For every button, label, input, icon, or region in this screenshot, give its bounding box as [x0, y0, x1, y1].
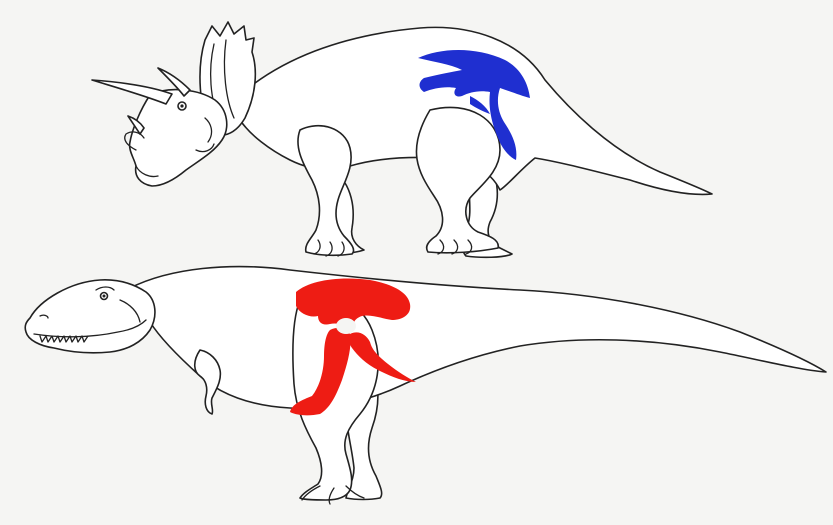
tyrannosaurus-body: [130, 267, 826, 409]
triceratops-pupil: [180, 104, 183, 107]
tyrannosaurus-acetabulum: [336, 318, 356, 334]
tyrannosaurus-head: [25, 280, 155, 353]
tyrannosaurus-pupil: [103, 295, 106, 298]
triceratops-figure: [92, 22, 712, 257]
triceratops-brow-horn-near: [92, 80, 172, 104]
tyrannosaurus-figure: [25, 267, 826, 504]
